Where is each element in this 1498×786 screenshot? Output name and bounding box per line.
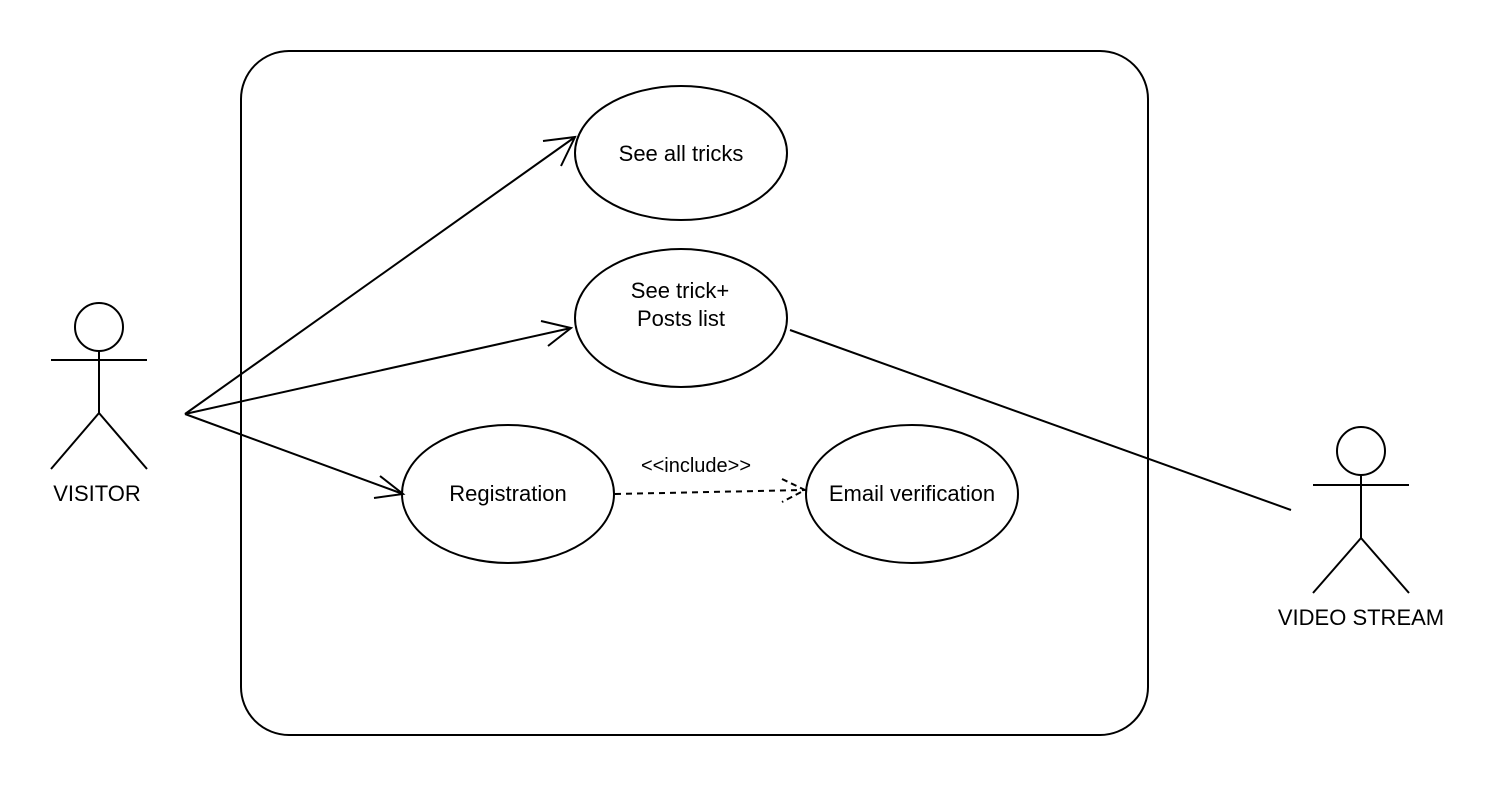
use-case-see-trick-label-line1: See trick+ [631, 278, 729, 303]
actor-visitor [50, 302, 148, 470]
use-case-see-trick-label-line2: Posts list [637, 306, 725, 331]
use-case-see-trick-posts [574, 248, 788, 388]
actor-right-leg [1360, 537, 1410, 594]
include-relation [614, 478, 808, 503]
actor-left-leg [50, 412, 100, 470]
arrowhead [540, 320, 574, 347]
actor-video-stream-label: VIDEO STREAM [1278, 605, 1444, 630]
use-case-see-all-tricks [574, 85, 788, 221]
include-label: <<include>> [641, 455, 751, 477]
system-boundary [240, 50, 1149, 736]
actor-head [1336, 426, 1386, 476]
association-see-trick-video-stream [789, 329, 1292, 511]
actor-video-stream [1312, 426, 1410, 594]
arrowhead [373, 475, 406, 499]
actor-right-leg [98, 412, 148, 470]
use-case-see-all-tricks-label: See all tricks [619, 141, 744, 166]
use-case-registration-label: Registration [449, 481, 566, 506]
arrowhead [781, 478, 808, 503]
actor-head [74, 302, 124, 352]
association-visitor-see-all-tricks [184, 135, 577, 415]
actor-left-leg [1312, 537, 1362, 594]
use-case-email-verification-label: Email verification [829, 481, 995, 506]
actor-visitor-label: VISITOR [53, 481, 141, 506]
association-visitor-registration [184, 413, 406, 499]
use-case-email-verification [805, 424, 1019, 564]
arrowhead [542, 135, 577, 167]
association-visitor-see-trick [184, 320, 574, 415]
